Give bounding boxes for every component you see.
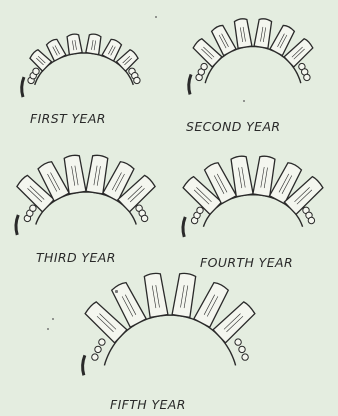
print-speck — [47, 328, 49, 330]
incisor-tooth — [64, 155, 86, 194]
incisor-tooth — [47, 39, 66, 61]
jaw-first-year — [0, 0, 169, 112]
caption-fourth-year: FOURTH YEAR — [200, 255, 293, 270]
gum-line — [35, 53, 134, 85]
jaw-third-year — [0, 140, 169, 250]
jaw-edge — [189, 74, 191, 94]
jaw-fifth-year — [60, 275, 280, 395]
panel-third-year: THIRD YEAR — [0, 140, 169, 275]
canine-scallop — [99, 339, 105, 345]
jaw-edge — [183, 217, 185, 237]
canine-scallop — [33, 68, 39, 74]
gum-line — [205, 47, 301, 84]
canine-scallop — [201, 63, 207, 69]
print-speck — [155, 16, 157, 18]
incisor-tooth — [172, 273, 196, 317]
jaw-fourth-year — [169, 140, 338, 250]
canine-scallop — [242, 354, 248, 360]
print-speck — [243, 100, 245, 102]
canine-scallop — [134, 77, 140, 83]
canine-scallop — [235, 339, 241, 345]
incisor-tooth — [254, 19, 271, 48]
jaw-edge — [16, 215, 18, 235]
panel-fourth-year: FOURTH YEAR — [169, 140, 338, 275]
incisor-tooth — [30, 50, 52, 71]
print-speck — [115, 290, 118, 293]
caption-second-year: SECOND YEAR — [186, 119, 281, 134]
incisor-tooth — [234, 19, 251, 48]
panel-second-year: SECOND YEAR — [169, 0, 338, 140]
jaw-second-year — [169, 0, 338, 112]
canine-scallop — [92, 354, 98, 360]
incisor-tooth — [86, 155, 108, 194]
panel-fifth-year: FIFTH YEAR — [60, 275, 280, 416]
canine-scallop — [197, 207, 203, 213]
incisor-tooth — [86, 34, 101, 54]
jaw-edge — [22, 77, 24, 97]
gum-line — [104, 315, 235, 365]
panel-first-year: FIRST YEAR — [0, 0, 169, 140]
caption-third-year: THIRD YEAR — [36, 250, 116, 265]
jaw-edge — [83, 355, 85, 375]
incisor-tooth — [117, 50, 139, 71]
incisor-tooth — [102, 39, 121, 61]
canine-scallop — [304, 74, 310, 80]
canine-scallop — [95, 346, 101, 352]
canine-scallop — [141, 215, 147, 221]
caption-first-year: FIRST YEAR — [30, 111, 106, 126]
canine-scallop — [308, 217, 314, 223]
incisor-tooth — [67, 34, 82, 54]
print-speck — [52, 318, 54, 320]
incisor-tooth — [144, 273, 168, 317]
caption-fifth-year: FIFTH YEAR — [110, 397, 186, 412]
canine-scallop — [30, 205, 36, 211]
canine-scallop — [239, 346, 245, 352]
